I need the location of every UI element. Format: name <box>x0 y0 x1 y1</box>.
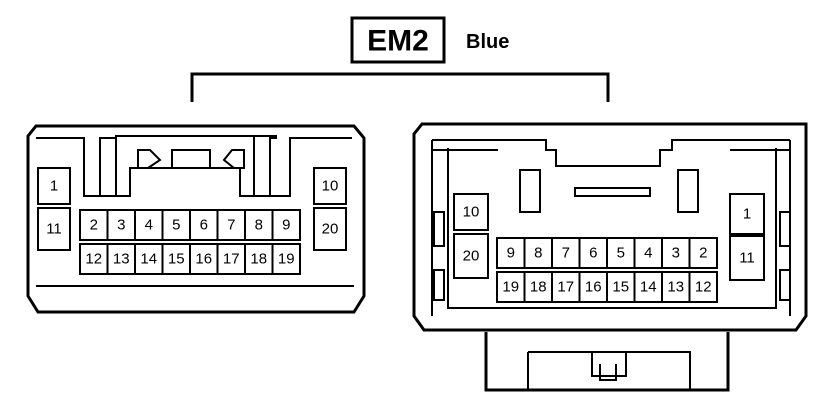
left-pin-14: 14 <box>140 251 157 268</box>
right-pin-4-cell <box>633 237 663 269</box>
right-pin-12-cell <box>688 271 718 303</box>
right-pin-15-cell <box>606 271 636 303</box>
right-pin-20-cell <box>453 233 489 279</box>
right-pin-14-cell <box>633 271 663 303</box>
left-pin-16: 16 <box>195 251 212 268</box>
right-pin-16: 16 <box>585 279 602 296</box>
right-pin-9: 9 <box>507 245 515 262</box>
right-pin-14: 14 <box>640 279 657 296</box>
right-pin-13-cell <box>661 271 691 303</box>
right-pin-19: 19 <box>502 279 519 296</box>
left-pin-4-cell <box>134 209 164 241</box>
pairing-bracket <box>190 72 610 102</box>
right-pin-17: 17 <box>557 279 574 296</box>
left-pin-10: 10 <box>322 178 339 195</box>
left-pin-8: 8 <box>255 217 263 234</box>
left-pin-19: 19 <box>278 251 295 268</box>
right-pin-4: 4 <box>644 245 652 262</box>
right-pin-18-cell <box>523 271 553 303</box>
left-pin-12-cell <box>79 243 109 275</box>
right-pin-15: 15 <box>612 279 629 296</box>
left-pin-15-cell <box>161 243 191 275</box>
right-pin-8: 8 <box>534 245 542 262</box>
left-pin-7: 7 <box>227 217 235 234</box>
left-pin-10-cell <box>313 167 347 205</box>
right-pin-18: 18 <box>530 279 547 296</box>
left-pin-15: 15 <box>168 251 185 268</box>
left-pin-18: 18 <box>250 251 267 268</box>
left-pin-17: 17 <box>223 251 240 268</box>
left-pin-5-cell <box>161 209 191 241</box>
right-pin-11-cell <box>729 235 765 281</box>
left-pin-1-cell <box>37 167 71 205</box>
right-pin-20: 20 <box>463 248 480 265</box>
left-pin-9: 9 <box>282 217 290 234</box>
right-pin-13: 13 <box>667 279 684 296</box>
left-connector-outline <box>26 124 366 314</box>
right-pin-10: 10 <box>463 204 480 221</box>
right-pin-10-cell <box>453 193 489 231</box>
left-connector-lock <box>171 149 211 169</box>
right-pin-3-cell <box>661 237 691 269</box>
right-pin-1: 1 <box>743 206 751 223</box>
left-pin-12: 12 <box>85 251 102 268</box>
left-pin-13: 13 <box>113 251 130 268</box>
left-pin-18-cell <box>244 243 274 275</box>
right-connector-tab <box>484 332 730 392</box>
right-pin-11: 11 <box>739 250 755 267</box>
right-pin-2-cell <box>688 237 718 269</box>
left-pin-8-cell <box>244 209 274 241</box>
right-pin-8-cell <box>523 237 553 269</box>
left-pin-16-cell <box>189 243 219 275</box>
left-pin-3: 3 <box>117 217 125 234</box>
left-pin-20: 20 <box>322 221 339 238</box>
left-pin-4: 4 <box>145 217 153 234</box>
left-pin-6: 6 <box>200 217 208 234</box>
connector-code: EM2 <box>367 25 429 58</box>
right-pin-12: 12 <box>695 279 712 296</box>
right-pin-6: 6 <box>589 245 597 262</box>
right-pin-5: 5 <box>617 245 625 262</box>
left-pin-5: 5 <box>172 217 180 234</box>
left-pin-9-cell <box>271 209 301 241</box>
left-pin-19-cell <box>271 243 301 275</box>
left-pin-1: 1 <box>50 178 58 195</box>
left-pin-11-cell <box>37 207 71 251</box>
left-pin-20-cell <box>313 207 347 251</box>
right-pin-7: 7 <box>562 245 570 262</box>
left-pin-11: 11 <box>46 221 62 238</box>
right-pin-3: 3 <box>672 245 680 262</box>
right-pin-1-cell <box>729 193 765 235</box>
left-connector-latch <box>99 135 277 196</box>
right-pin-2: 2 <box>699 245 707 262</box>
connector-color: Blue <box>466 31 509 53</box>
left-pin-2: 2 <box>90 217 98 234</box>
right-connector-outline <box>412 122 808 332</box>
right-connector-lock <box>591 351 627 377</box>
connector-code-box <box>350 16 446 64</box>
left-pin-14-cell <box>134 243 164 275</box>
left-pin-2-cell <box>79 209 109 241</box>
